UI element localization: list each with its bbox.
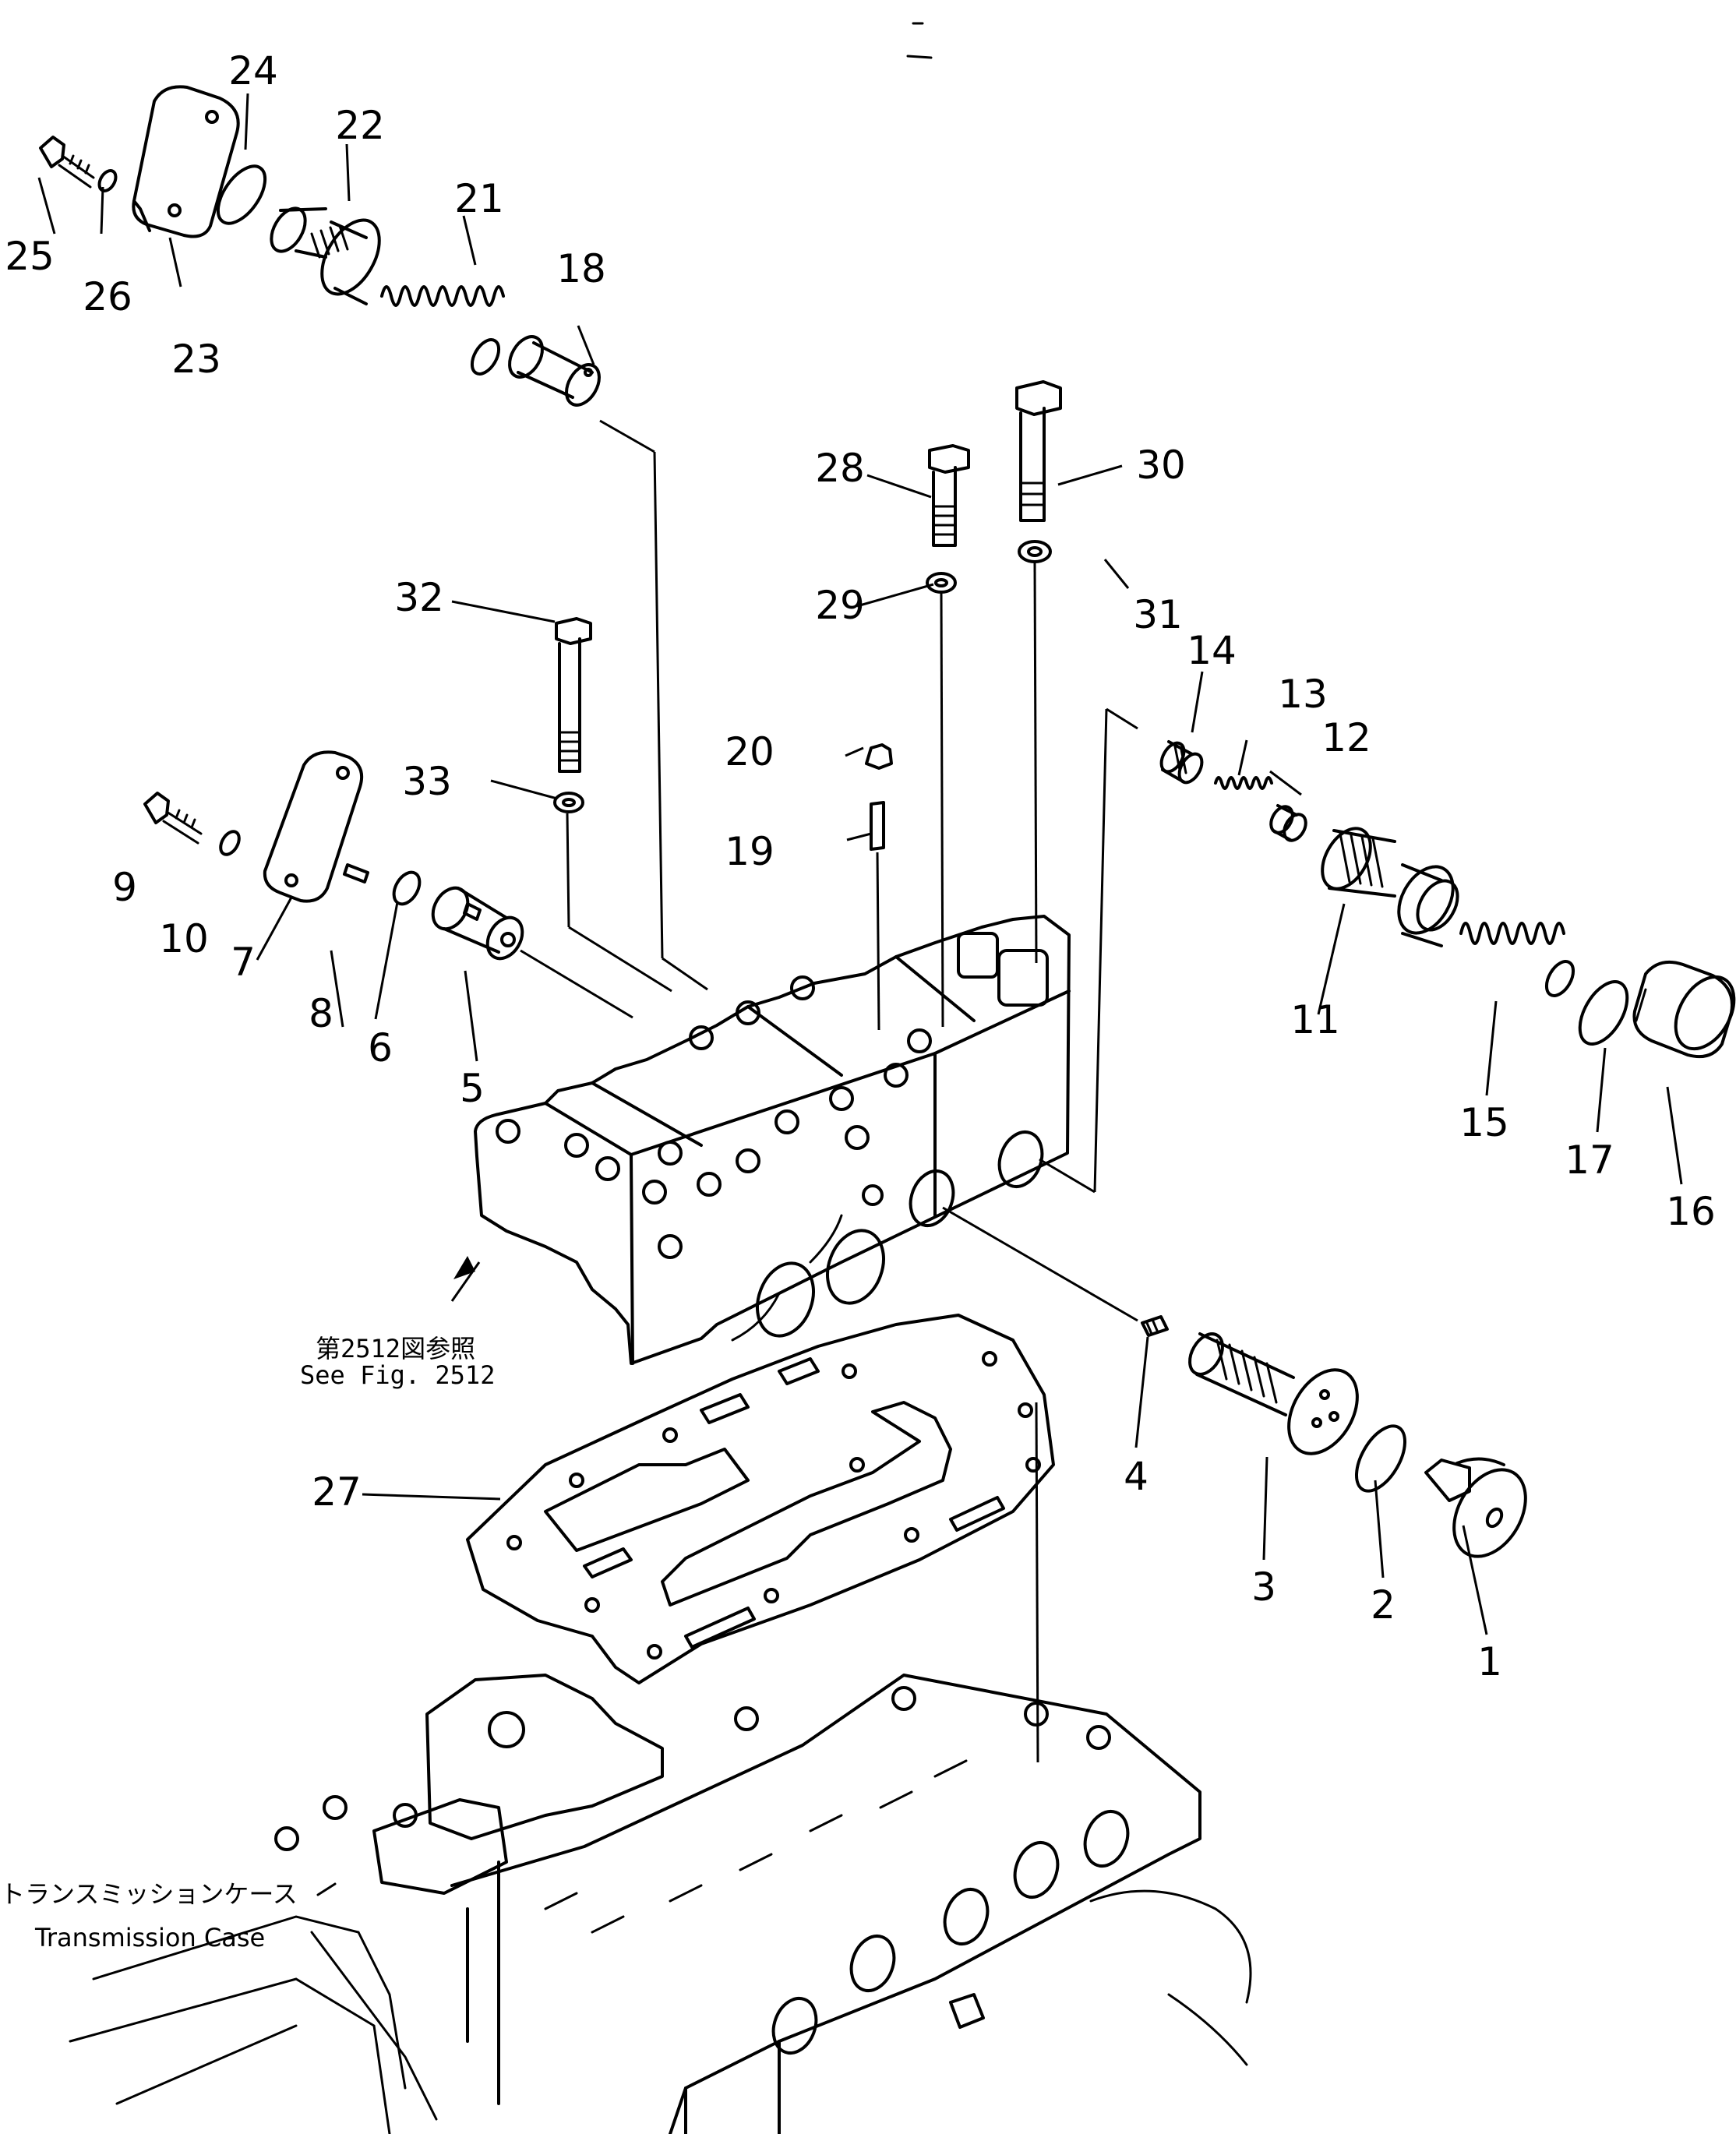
- transmission-case-label: トランスミッションケース Transmission Case: [0, 1879, 337, 1952]
- callout-19: 19: [725, 829, 774, 874]
- ref-note-jp: 第2512図参照: [316, 1334, 475, 1363]
- callout-13: 13: [1278, 672, 1328, 717]
- part-spool-12: [1269, 804, 1307, 842]
- callout-10: 10: [159, 916, 209, 961]
- part-cover-plate-23: [132, 85, 240, 238]
- part-valve-3: [1188, 1332, 1359, 1455]
- callout-9: 9: [112, 865, 137, 910]
- part-washer-33: [553, 792, 584, 813]
- part-plug-1: [1424, 1457, 1527, 1558]
- print-marks: [906, 22, 933, 59]
- part-plug-16: [1632, 961, 1736, 1059]
- callout-31: 31: [1133, 592, 1183, 637]
- callout-27: 27: [312, 1469, 362, 1515]
- part-spool-14: [1159, 740, 1204, 785]
- part-piston-22: [270, 206, 381, 305]
- part-pin-19: [870, 801, 885, 851]
- callout-18: 18: [556, 246, 606, 291]
- callout-8: 8: [309, 991, 333, 1036]
- part-bolt-28: [928, 444, 970, 547]
- case-label-jp: トランスミッションケース: [0, 1879, 298, 1909]
- part-bolt-25: [39, 136, 95, 189]
- part-o-ring-6: [392, 870, 422, 906]
- callout-7: 7: [231, 940, 256, 985]
- reference-note: 第2512図参照 See Fig. 2512: [300, 1334, 495, 1390]
- part-bolt-32: [555, 617, 592, 773]
- callout-25: 25: [5, 234, 55, 279]
- callout-5: 5: [460, 1066, 485, 1111]
- callout-12: 12: [1321, 715, 1371, 760]
- callout-17: 17: [1565, 1138, 1614, 1183]
- part-gasket-27: [466, 1314, 1055, 1684]
- part-cover-plate-7: [263, 750, 364, 903]
- callout-15: 15: [1459, 1100, 1509, 1145]
- callout-1: 1: [1477, 1639, 1502, 1684]
- callout-26: 26: [83, 274, 132, 319]
- case-label-en: Transmission Case: [34, 1923, 265, 1952]
- callout-20: 20: [725, 729, 774, 774]
- part-o-ring-24: [216, 164, 267, 225]
- part-sleeve-18: [508, 335, 601, 407]
- callout-numbers: 1 2 3 4 5 6 7 8 9 10 11 12 13 14 15 16 1…: [5, 48, 1716, 1684]
- part-spring-13: [1214, 776, 1273, 790]
- part-piston-11: [1321, 827, 1459, 947]
- callout-6: 6: [368, 1025, 393, 1071]
- callout-21: 21: [454, 176, 504, 221]
- callout-23: 23: [171, 337, 221, 382]
- callout-22: 22: [335, 103, 385, 148]
- part-bolt-9: [143, 792, 203, 845]
- callout-16: 16: [1666, 1189, 1716, 1234]
- callout-33: 33: [402, 759, 452, 804]
- callout-29: 29: [815, 583, 865, 628]
- part-o-ring-17: [1578, 980, 1629, 1046]
- callout-14: 14: [1187, 628, 1237, 673]
- callout-4: 4: [1124, 1454, 1149, 1499]
- alignment-lines: [450, 419, 1138, 1763]
- part-washer-26: [97, 169, 118, 192]
- callout-32: 32: [394, 575, 444, 620]
- part-plug-20: [865, 743, 893, 770]
- part-washer-31: [1018, 540, 1052, 563]
- callout-3: 3: [1251, 1564, 1276, 1610]
- part-washer-29: [926, 572, 957, 594]
- callout-2: 2: [1371, 1582, 1396, 1628]
- part-spring-21: [380, 285, 505, 376]
- part-plug-4: [1141, 1315, 1169, 1337]
- part-pin-8: [343, 863, 369, 884]
- part-bolt-30: [1015, 380, 1062, 522]
- callout-24: 24: [228, 48, 278, 93]
- ref-note-en: See Fig. 2512: [300, 1360, 495, 1390]
- valve-body: [474, 915, 1071, 1365]
- callout-28: 28: [815, 446, 865, 491]
- part-washer-10: [219, 830, 241, 856]
- callout-11: 11: [1290, 997, 1340, 1042]
- part-sleeve-5: [431, 886, 524, 961]
- leader-lines: [37, 93, 1683, 1635]
- part-o-ring-2: [1355, 1424, 1406, 1493]
- transmission-case: [69, 1674, 1252, 2134]
- part-spring-15: [1459, 922, 1575, 997]
- callout-30: 30: [1136, 443, 1186, 488]
